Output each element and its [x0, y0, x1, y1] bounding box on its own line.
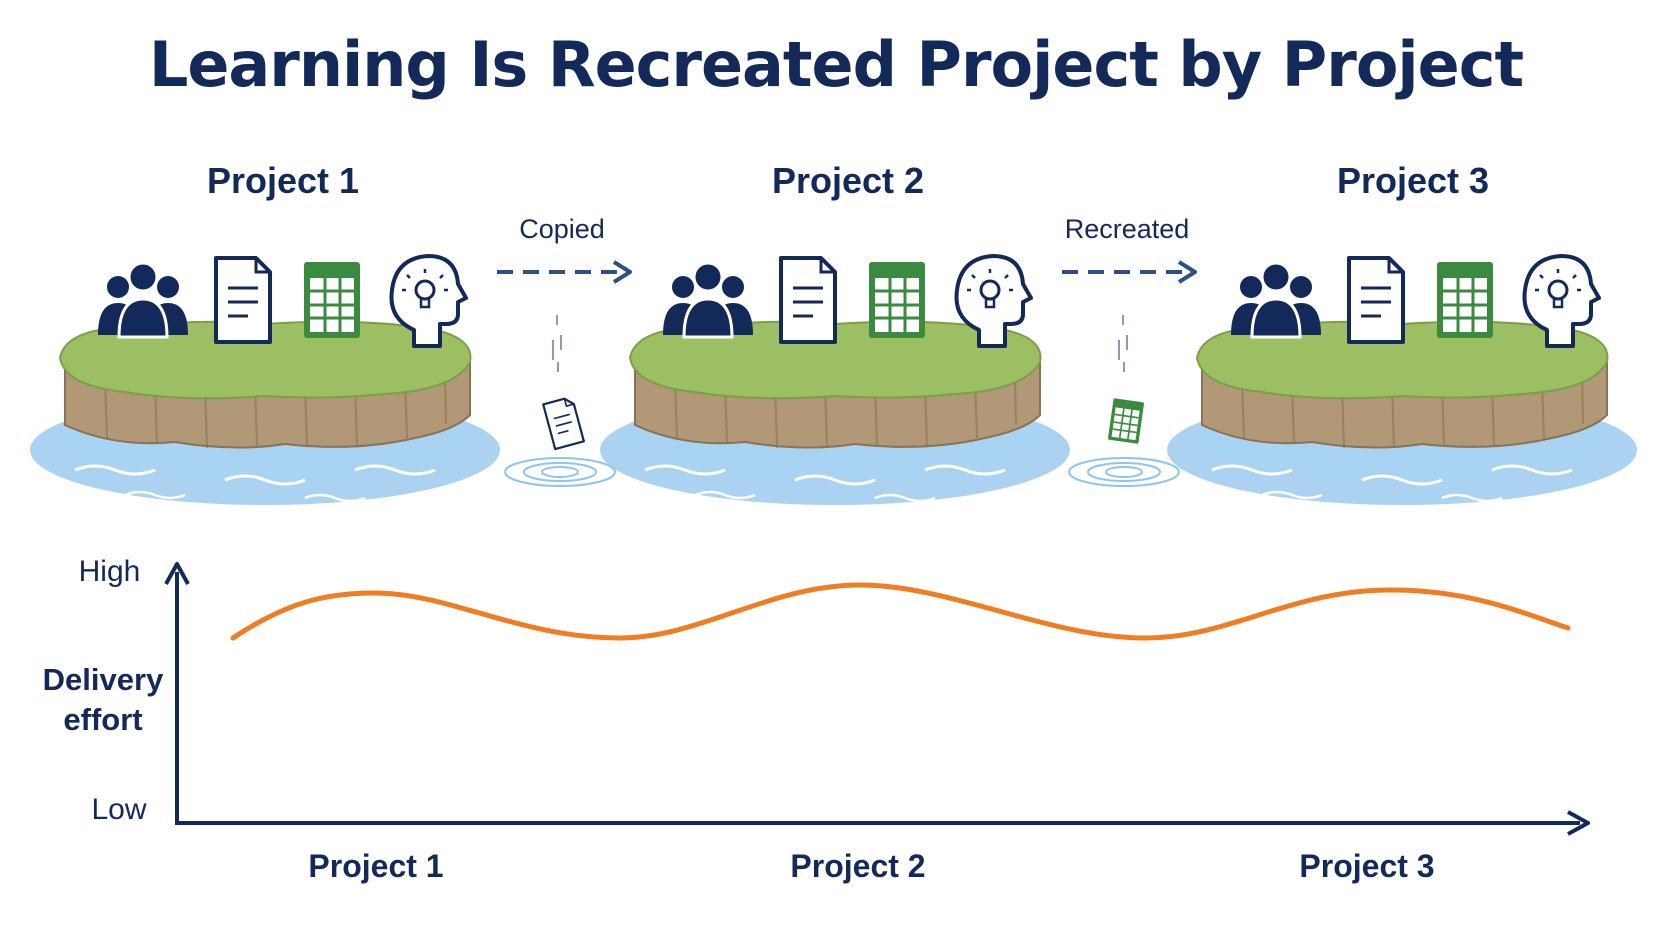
document-icon [214, 256, 272, 344]
page-title: Learning Is Recreated Project by Project [148, 28, 1524, 101]
project-1-label: Project 1 [206, 160, 360, 201]
project-2-label: Project 2 [771, 160, 925, 201]
spreadsheet-icon [302, 260, 362, 340]
copied-arrow [497, 260, 632, 284]
y-low-label: Low [91, 793, 147, 826]
island-project-3 [1165, 320, 1639, 507]
island-project-1 [28, 320, 502, 507]
y-axis-title: Delivery effort [38, 660, 168, 740]
copied-label: Copied [519, 214, 605, 244]
spreadsheet-icon [1435, 260, 1495, 340]
project-3-label: Project 3 [1336, 160, 1490, 201]
document-icon [1347, 256, 1405, 344]
delivery-effort-curve [230, 582, 1571, 641]
recreated-arrow [1062, 260, 1197, 284]
x-label-project-3: Project 3 [1299, 848, 1435, 884]
y-axis-title-line-1: Delivery [42, 662, 164, 697]
spreadsheet-icon [867, 260, 927, 340]
y-high-label: High [78, 555, 141, 588]
document-icon [779, 256, 837, 344]
recreated-label: Recreated [1064, 214, 1190, 244]
x-label-project-2: Project 2 [790, 848, 926, 884]
falling-document [504, 315, 616, 487]
x-axis [175, 810, 1590, 836]
team-icon [96, 261, 190, 339]
x-label-project-1: Project 1 [308, 848, 444, 884]
falling-spreadsheet [1068, 315, 1180, 487]
island-project-2 [598, 320, 1072, 507]
team-icon [1229, 261, 1323, 339]
team-icon [661, 261, 755, 339]
y-axis [164, 562, 190, 825]
y-axis-title-line-2: effort [63, 702, 143, 737]
